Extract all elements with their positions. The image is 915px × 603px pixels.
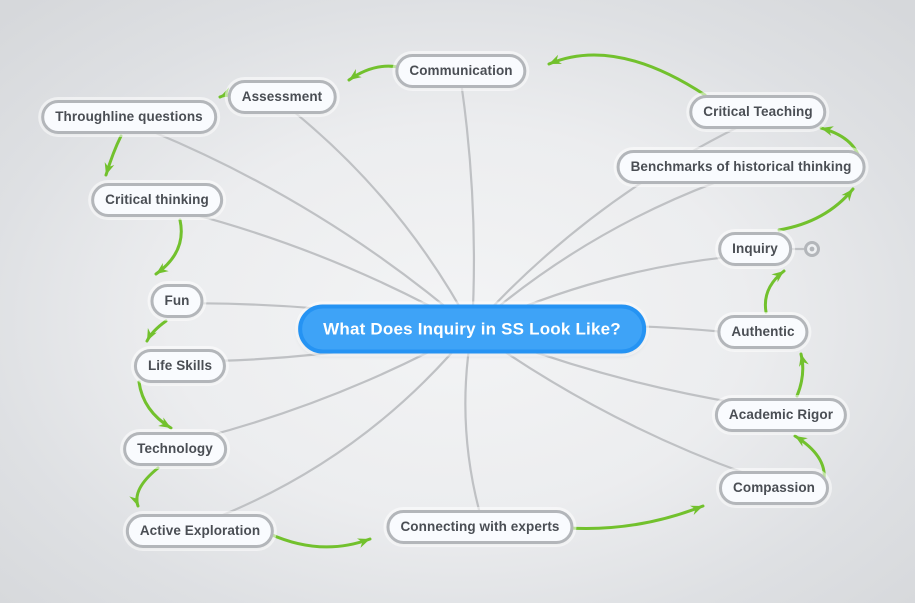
- arrow-technology-to-active-exploration[interactable]: [129, 466, 160, 508]
- collapsed-indicator-dot: [809, 246, 815, 252]
- branch-line-throughline-questions: [152, 130, 474, 331]
- node-benchmarks[interactable]: Benchmarks of historical thinking: [616, 150, 866, 184]
- node-academic-rigor[interactable]: Academic Rigor: [714, 398, 848, 432]
- arrow-critical-teaching-to-communication[interactable]: [547, 53, 707, 97]
- node-connecting-with-experts[interactable]: Connecting with experts: [386, 510, 574, 544]
- branch-line-communication: [460, 85, 476, 331]
- arrow-connecting-with-experts-to-compassion[interactable]: [566, 504, 705, 530]
- node-inquiry[interactable]: Inquiry: [718, 232, 792, 266]
- node-throughline-questions[interactable]: Throughline questions: [41, 100, 217, 134]
- arrow-fun-to-life-skills[interactable]: [145, 319, 168, 343]
- node-assessment[interactable]: Assessment: [227, 80, 337, 114]
- arrow-critical-thinking-to-fun[interactable]: [154, 218, 183, 276]
- branch-line-assessment: [293, 111, 474, 331]
- arrow-active-exploration-to-connecting-with-experts[interactable]: [268, 532, 372, 549]
- arrow-throughline-questions-to-critical-thinking[interactable]: [104, 134, 123, 177]
- node-communication[interactable]: Communication: [395, 54, 527, 88]
- node-critical-teaching[interactable]: Critical Teaching: [689, 95, 827, 129]
- node-life-skills[interactable]: Life Skills: [133, 349, 227, 383]
- node-technology[interactable]: Technology: [123, 432, 227, 466]
- node-authentic[interactable]: Authentic: [717, 315, 809, 349]
- arrow-life-skills-to-technology[interactable]: [137, 380, 173, 430]
- arrow-authentic-to-inquiry[interactable]: [763, 269, 786, 314]
- node-critical-thinking[interactable]: Critical thinking: [91, 183, 223, 217]
- branch-line-critical-teaching: [470, 125, 740, 331]
- node-fun[interactable]: Fun: [150, 284, 204, 318]
- node-compassion[interactable]: Compassion: [718, 471, 830, 505]
- arrow-academic-rigor-to-authentic[interactable]: [795, 352, 809, 398]
- arrow-inquiry-to-benchmarks[interactable]: [777, 187, 855, 232]
- central-topic-node[interactable]: What Does Inquiry in SS Look Like?: [298, 304, 646, 354]
- branch-line-active-exploration: [219, 327, 474, 518]
- node-active-exploration[interactable]: Active Exploration: [125, 514, 275, 548]
